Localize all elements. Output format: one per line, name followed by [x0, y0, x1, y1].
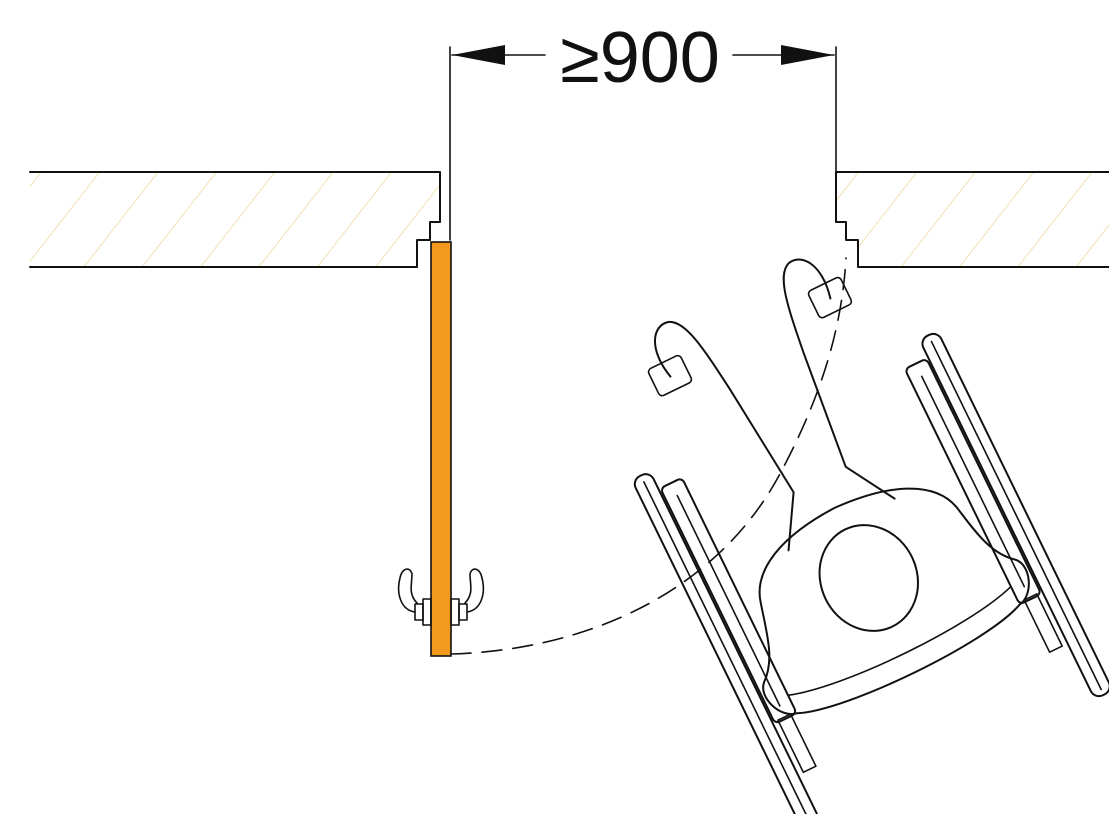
dimension-line: ≥900 — [449, 18, 837, 241]
arrow-right-icon — [781, 45, 834, 65]
door-handle-icon — [397, 568, 485, 626]
door-swing-arc — [450, 257, 847, 655]
wheelchair-user-icon — [633, 258, 1109, 814]
door-leaf — [430, 241, 452, 657]
wall-left — [29, 171, 441, 268]
arrow-left-icon — [452, 45, 505, 65]
dimension-label: ≥900 — [560, 18, 720, 98]
wall-right — [835, 171, 1109, 268]
